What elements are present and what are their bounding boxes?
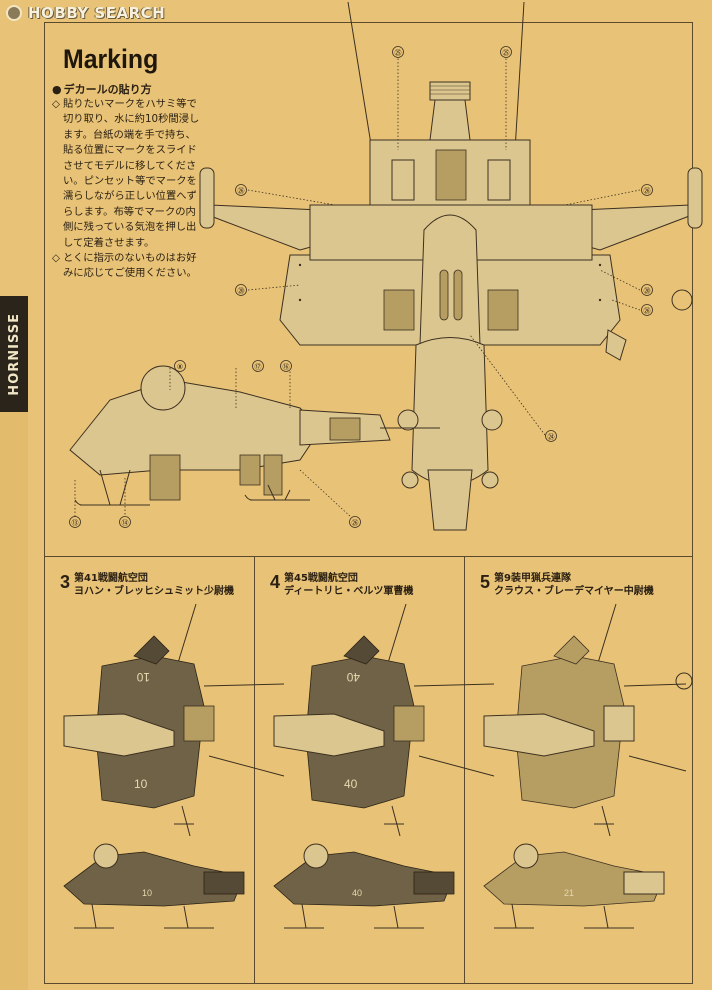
item-bullet: ◇ bbox=[52, 98, 60, 110]
variant-pilot: ディートリヒ・ベルツ軍曹機 bbox=[284, 586, 414, 597]
page-title: Marking bbox=[63, 44, 159, 74]
top-view-drawing: ㉕ ㉕ ㉖ ㉖ ⑳ ⑳ ㉖ ㉔ bbox=[199, 1, 703, 531]
callout-24: ㉔ bbox=[548, 433, 555, 441]
variant-unit: 第45戦闘航空団 bbox=[284, 573, 358, 584]
callout-26: ㉖ bbox=[352, 519, 359, 527]
variant-3-drawing: 10 10 10 bbox=[63, 603, 285, 929]
variant-3-header: 3 第41戦闘航空団 ヨハン・ブレッヒシュミット少尉機 bbox=[60, 572, 234, 598]
callout-14: ⑭ bbox=[122, 519, 129, 527]
panel-divider-vertical-2 bbox=[464, 556, 465, 984]
hull-number-side: 40 bbox=[352, 888, 362, 898]
callout-16: ⑯ bbox=[283, 363, 290, 371]
hull-number: 40 bbox=[344, 777, 358, 791]
variant-5-header: 5 第9装甲猟兵連隊 クラウス・ブレーデマイヤー中尉機 bbox=[480, 572, 654, 598]
instruction-item: ◇ 貼りたいマークをハサミ等で切り取り、水に約10秒間浸します。台紙の端を手で持… bbox=[52, 97, 202, 251]
callout-8: ⑧ bbox=[177, 363, 183, 371]
callout-20: ⑳ bbox=[644, 287, 651, 295]
panel-divider-horizontal bbox=[44, 556, 693, 557]
item-text: 貼りたいマークをハサミ等で切り取り、水に約10秒間浸します。台紙の端を手で持ち、… bbox=[63, 98, 200, 249]
callout-26: ㉖ bbox=[644, 307, 651, 315]
variant-4-drawing: 40 40 40 bbox=[273, 603, 495, 929]
instructions-heading: ● デカールの貼り方 bbox=[52, 82, 202, 97]
variant-5-drawing: 21 bbox=[483, 603, 693, 929]
hull-number-top: 10 bbox=[136, 670, 150, 684]
panel-divider-vertical-1 bbox=[254, 556, 255, 984]
callout-25: ㉕ bbox=[503, 49, 510, 57]
callout-20: ⑳ bbox=[238, 287, 245, 295]
item-bullet: ◇ bbox=[52, 252, 60, 265]
logo-text: HOBBY SEARCH bbox=[28, 4, 166, 22]
variant-number: 3 bbox=[60, 572, 71, 592]
hobby-search-logo: HOBBY SEARCH bbox=[6, 4, 165, 22]
page-frame bbox=[44, 22, 693, 984]
instruction-item: ◇ とくに指示のないものはお好みに応じてご使用ください。 bbox=[52, 251, 202, 282]
variant-number: 4 bbox=[270, 572, 281, 592]
variant-pilot: クラウス・ブレーデマイヤー中尉機 bbox=[494, 586, 654, 597]
side-view-drawing: ⑧ ⑰ ⑯ ⑬ ⑭ ㉖ bbox=[69, 360, 440, 528]
left-margin-strip bbox=[0, 412, 28, 990]
hull-number: 10 bbox=[134, 777, 148, 791]
hull-number-side: 21 bbox=[564, 888, 574, 898]
decal-instructions: ● デカールの貼り方 ◇ 貼りたいマークをハサミ等で切り取り、水に約10秒間浸し… bbox=[52, 82, 202, 282]
section-side-tab: HORNISSE bbox=[0, 296, 28, 412]
callout-25: ㉕ bbox=[395, 49, 402, 57]
logo-badge-icon bbox=[6, 5, 22, 21]
callout-13: ⑬ bbox=[72, 519, 79, 527]
variant-4-header: 4 第45戦闘航空団 ディートリヒ・ベルツ軍曹機 bbox=[270, 572, 413, 598]
variant-number: 5 bbox=[480, 572, 491, 592]
callout-26: ㉖ bbox=[644, 187, 651, 195]
variant-unit: 第41戦闘航空団 bbox=[74, 573, 148, 584]
hull-number-top: 40 bbox=[346, 670, 360, 684]
callout-26: ㉖ bbox=[238, 187, 245, 195]
variant-unit: 第9装甲猟兵連隊 bbox=[494, 573, 571, 584]
variant-pilot: ヨハン・ブレッヒシュミット少尉機 bbox=[74, 586, 235, 597]
hull-number-side: 10 bbox=[142, 888, 152, 898]
heading-text: デカールの貼り方 bbox=[63, 83, 152, 96]
heading-bullet: ● bbox=[52, 83, 62, 96]
callout-17: ⑰ bbox=[255, 363, 262, 371]
item-text: とくに指示のないものはお好みに応じてご使用ください。 bbox=[63, 252, 197, 280]
